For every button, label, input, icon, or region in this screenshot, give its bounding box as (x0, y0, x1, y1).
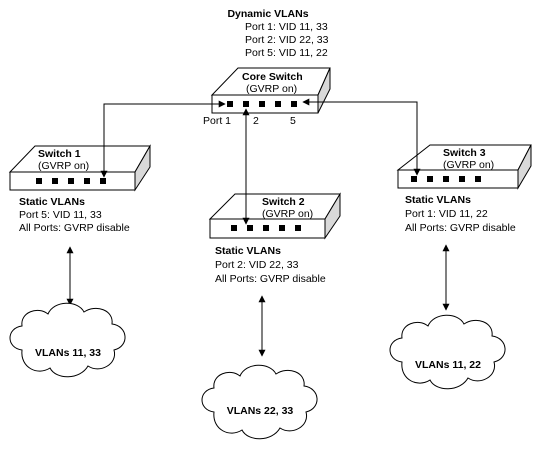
core-port (291, 101, 297, 107)
core-port-label-1: Port 1 (203, 115, 231, 127)
cloud-label: VLANs 11, 33 (35, 347, 101, 359)
switch-1-static-title: Static VLANs (19, 196, 85, 208)
switch-1-gvrp: (GVRP on) (38, 160, 89, 172)
core-port (243, 101, 249, 107)
switch-3-port (427, 176, 433, 182)
switch-1-name: Switch 1 (38, 148, 81, 160)
core-port (275, 101, 281, 107)
switch-3-front (397, 169, 519, 189)
links (66, 98, 450, 357)
switch-1-static-line: All Ports: GVRP disable (19, 222, 130, 234)
switch-3-name: Switch 3 (443, 147, 486, 159)
cloud-vlans-11-33: VLANs 11, 33 (9, 302, 126, 378)
switch-2-static-line: Port 2: VID 22, 33 (215, 259, 299, 271)
cloud-shape (9, 302, 126, 378)
switch-1-port (84, 178, 90, 184)
link-core-switch-1 (100, 100, 226, 178)
core-port-label-5: 5 (290, 115, 296, 127)
switch-2-port (231, 225, 237, 231)
cloud-shape (201, 364, 318, 440)
switch-2-static-line: All Ports: GVRP disable (215, 273, 326, 285)
switch-2-gvrp: (GVRP on) (262, 208, 313, 220)
switch-3-port (475, 176, 481, 182)
switch-2-port (279, 225, 285, 231)
core-switch-name: Core Switch (242, 71, 303, 83)
core-port-label-2: 2 (253, 115, 259, 127)
dynamic-vlan-line: Port 1: VID 11, 33 (245, 21, 328, 33)
switch-2-port (247, 225, 253, 231)
cloud-label: VLANs 11, 22 (415, 359, 481, 371)
switch-1: Switch 1 (GVRP on) Static VLANs Port 5: … (8, 144, 151, 234)
switch-3-port (459, 176, 465, 182)
switch-3-gvrp: (GVRP on) (443, 159, 494, 171)
switch-3-static-line: Port 1: VID 11, 22 (405, 208, 488, 220)
switch-2-port (263, 225, 269, 231)
cloud-label: VLANs 22, 33 (227, 405, 294, 417)
switch-2: Switch 2 (GVRP on) Static VLANs Port 2: … (208, 192, 341, 285)
switch-1-port (52, 178, 58, 184)
core-port (259, 101, 265, 107)
switch-2-port (295, 225, 301, 231)
switch-1-static-line: Port 5: VID 11, 33 (19, 209, 102, 221)
cloud-vlans-22-33: VLANs 22, 33 (201, 364, 318, 440)
switch-1-port (36, 178, 42, 184)
dynamic-vlan-line: Port 2: VID 22, 33 (245, 34, 329, 46)
switch-3: Switch 3 (GVRP on) Static VLANs Port 1: … (396, 144, 532, 234)
switch-3-static-title: Static VLANs (405, 194, 471, 206)
switch-1-port (68, 178, 74, 184)
switch-3-port (443, 176, 449, 182)
switch-2-static-title: Static VLANs (215, 245, 281, 257)
switch-1-port (100, 178, 106, 184)
core-switch: Dynamic VLANs Port 1: VID 11, 33 Port 2:… (203, 8, 331, 127)
cloud-shape (389, 314, 506, 390)
core-port (227, 101, 233, 107)
switch-2-name: Switch 2 (262, 196, 305, 208)
cloud-vlans-11-22: VLANs 11, 22 (389, 314, 506, 390)
link-core-switch-3 (302, 98, 421, 176)
core-switch-gvrp: (GVRP on) (246, 83, 297, 95)
dynamic-vlan-line: Port 5: VID 11, 22 (245, 47, 328, 59)
switch-3-static-line: All Ports: GVRP disable (405, 222, 516, 234)
dynamic-vlans-title: Dynamic VLANs (227, 8, 308, 20)
switch-3-port (411, 176, 417, 182)
